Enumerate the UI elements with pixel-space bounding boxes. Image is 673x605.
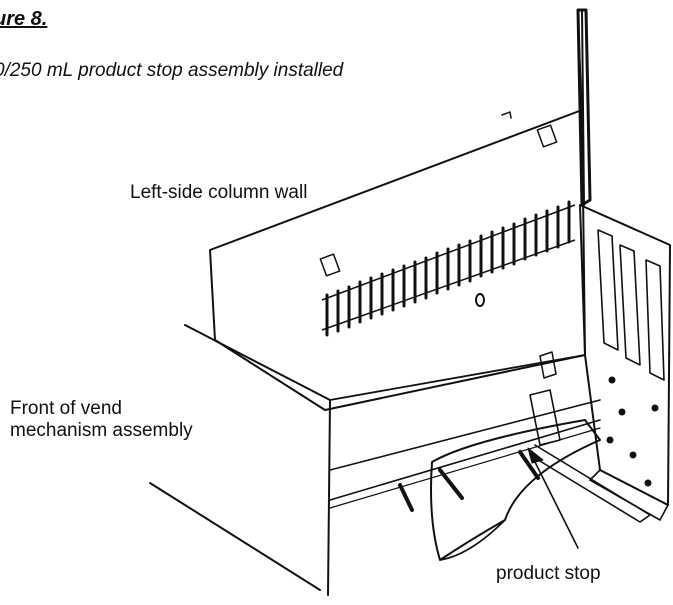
wall-hole [475,293,485,307]
label-product-stop: product stop [496,563,601,584]
column-wall-panel [209,109,586,411]
figure-caption: 0/250 mL product stop assembly installed [0,60,344,81]
label-front-line-1: Front of vend [10,398,122,419]
figure-title: ure 8. [0,8,48,30]
product-stop-arrow-shaft [532,457,579,549]
front-panel [184,324,331,596]
product-stop-arrow-head [527,447,544,464]
label-front-of-vend-mechanism: Front of vend mechanism assembly [10,398,193,442]
label-front-line-2: mechanism assembly [10,419,193,441]
base-rail [589,469,669,521]
column-wall-teeth [325,200,571,337]
label-left-side-column-wall: Left-side column wall [130,182,308,203]
product-stop [430,419,601,561]
door-panel [576,8,592,207]
right-bracket [579,204,671,506]
